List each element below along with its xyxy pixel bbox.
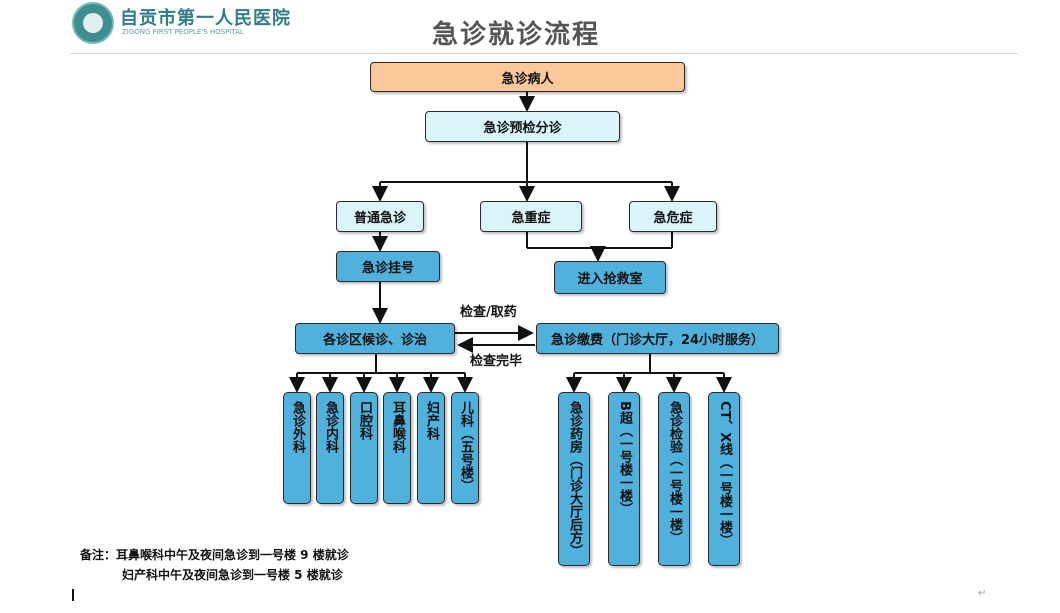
department-ent-label: 耳鼻喉科 [390, 401, 405, 453]
note-line-1: 备注：耳鼻喉科中午及夜间急诊到一号楼 9 楼就诊 [80, 548, 349, 562]
registration-node: 急诊挂号 [336, 251, 440, 282]
page-title: 急诊就诊流程 [432, 20, 601, 50]
department-surgery-node: 急诊外科 [283, 392, 311, 504]
general-emergency-node: 普通急诊 [336, 201, 424, 232]
department-obgyn-node: 妇产科 [417, 392, 445, 504]
service-pharmacy-label: 急诊药房（门诊大厅后方） [567, 401, 582, 557]
service-imaging-label: CT、X线（一号楼一楼） [717, 401, 732, 547]
payment-node: 急诊缴费（门诊大厅，24小时服务） [536, 323, 779, 354]
check-medicine-label: 检查/取药 [460, 305, 517, 320]
triage-node: 急诊预检分诊 [425, 111, 620, 142]
logo-chinese-name: 自贡市第一人民医院 [120, 8, 291, 29]
service-lab-node: 急诊检验（一号楼一楼） [658, 392, 690, 566]
department-surgery-label: 急诊外科 [290, 401, 305, 453]
severe-case-node: 急重症 [480, 201, 582, 232]
service-ultrasound-label: B超（一号楼一楼） [617, 401, 632, 515]
clinic-waiting-node: 各诊区候诊、诊治 [295, 323, 455, 354]
hospital-emblem-icon [72, 2, 114, 44]
department-pediatrics-label: 儿科（五号楼） [458, 401, 473, 492]
department-dental-label: 口腔科 [357, 401, 372, 440]
department-pediatrics-node: 儿科（五号楼） [451, 392, 479, 504]
emergency-patient-node: 急诊病人 [370, 62, 685, 92]
department-ent-node: 耳鼻喉科 [383, 392, 411, 504]
department-internal-node: 急诊内科 [316, 392, 344, 504]
service-imaging-node: CT、X线（一号楼一楼） [708, 392, 740, 566]
service-ultrasound-node: B超（一号楼一楼） [608, 392, 640, 566]
note-line-2: 妇产科中午及夜间急诊到一号楼 5 楼就诊 [122, 568, 343, 582]
service-lab-label: 急诊检验（一号楼一楼） [667, 401, 682, 544]
department-internal-label: 急诊内科 [323, 401, 338, 453]
department-obgyn-label: 妇产科 [424, 401, 439, 440]
service-pharmacy-node: 急诊药房（门诊大厅后方） [558, 392, 590, 566]
department-dental-node: 口腔科 [350, 392, 378, 504]
header-divider [70, 53, 1018, 54]
hospital-logo: 自贡市第一人民医院 ZIGONG FIRST PEOPLE'S HOSPITAL [72, 2, 302, 44]
critical-case-node: 急危症 [629, 201, 717, 232]
logo-english-name: ZIGONG FIRST PEOPLE'S HOSPITAL [122, 28, 244, 36]
text-cursor [72, 589, 74, 601]
paragraph-mark-icon: ↵ [978, 588, 987, 599]
check-complete-label: 检查完毕 [470, 354, 523, 369]
rescue-room-node: 进入抢救室 [554, 261, 666, 294]
